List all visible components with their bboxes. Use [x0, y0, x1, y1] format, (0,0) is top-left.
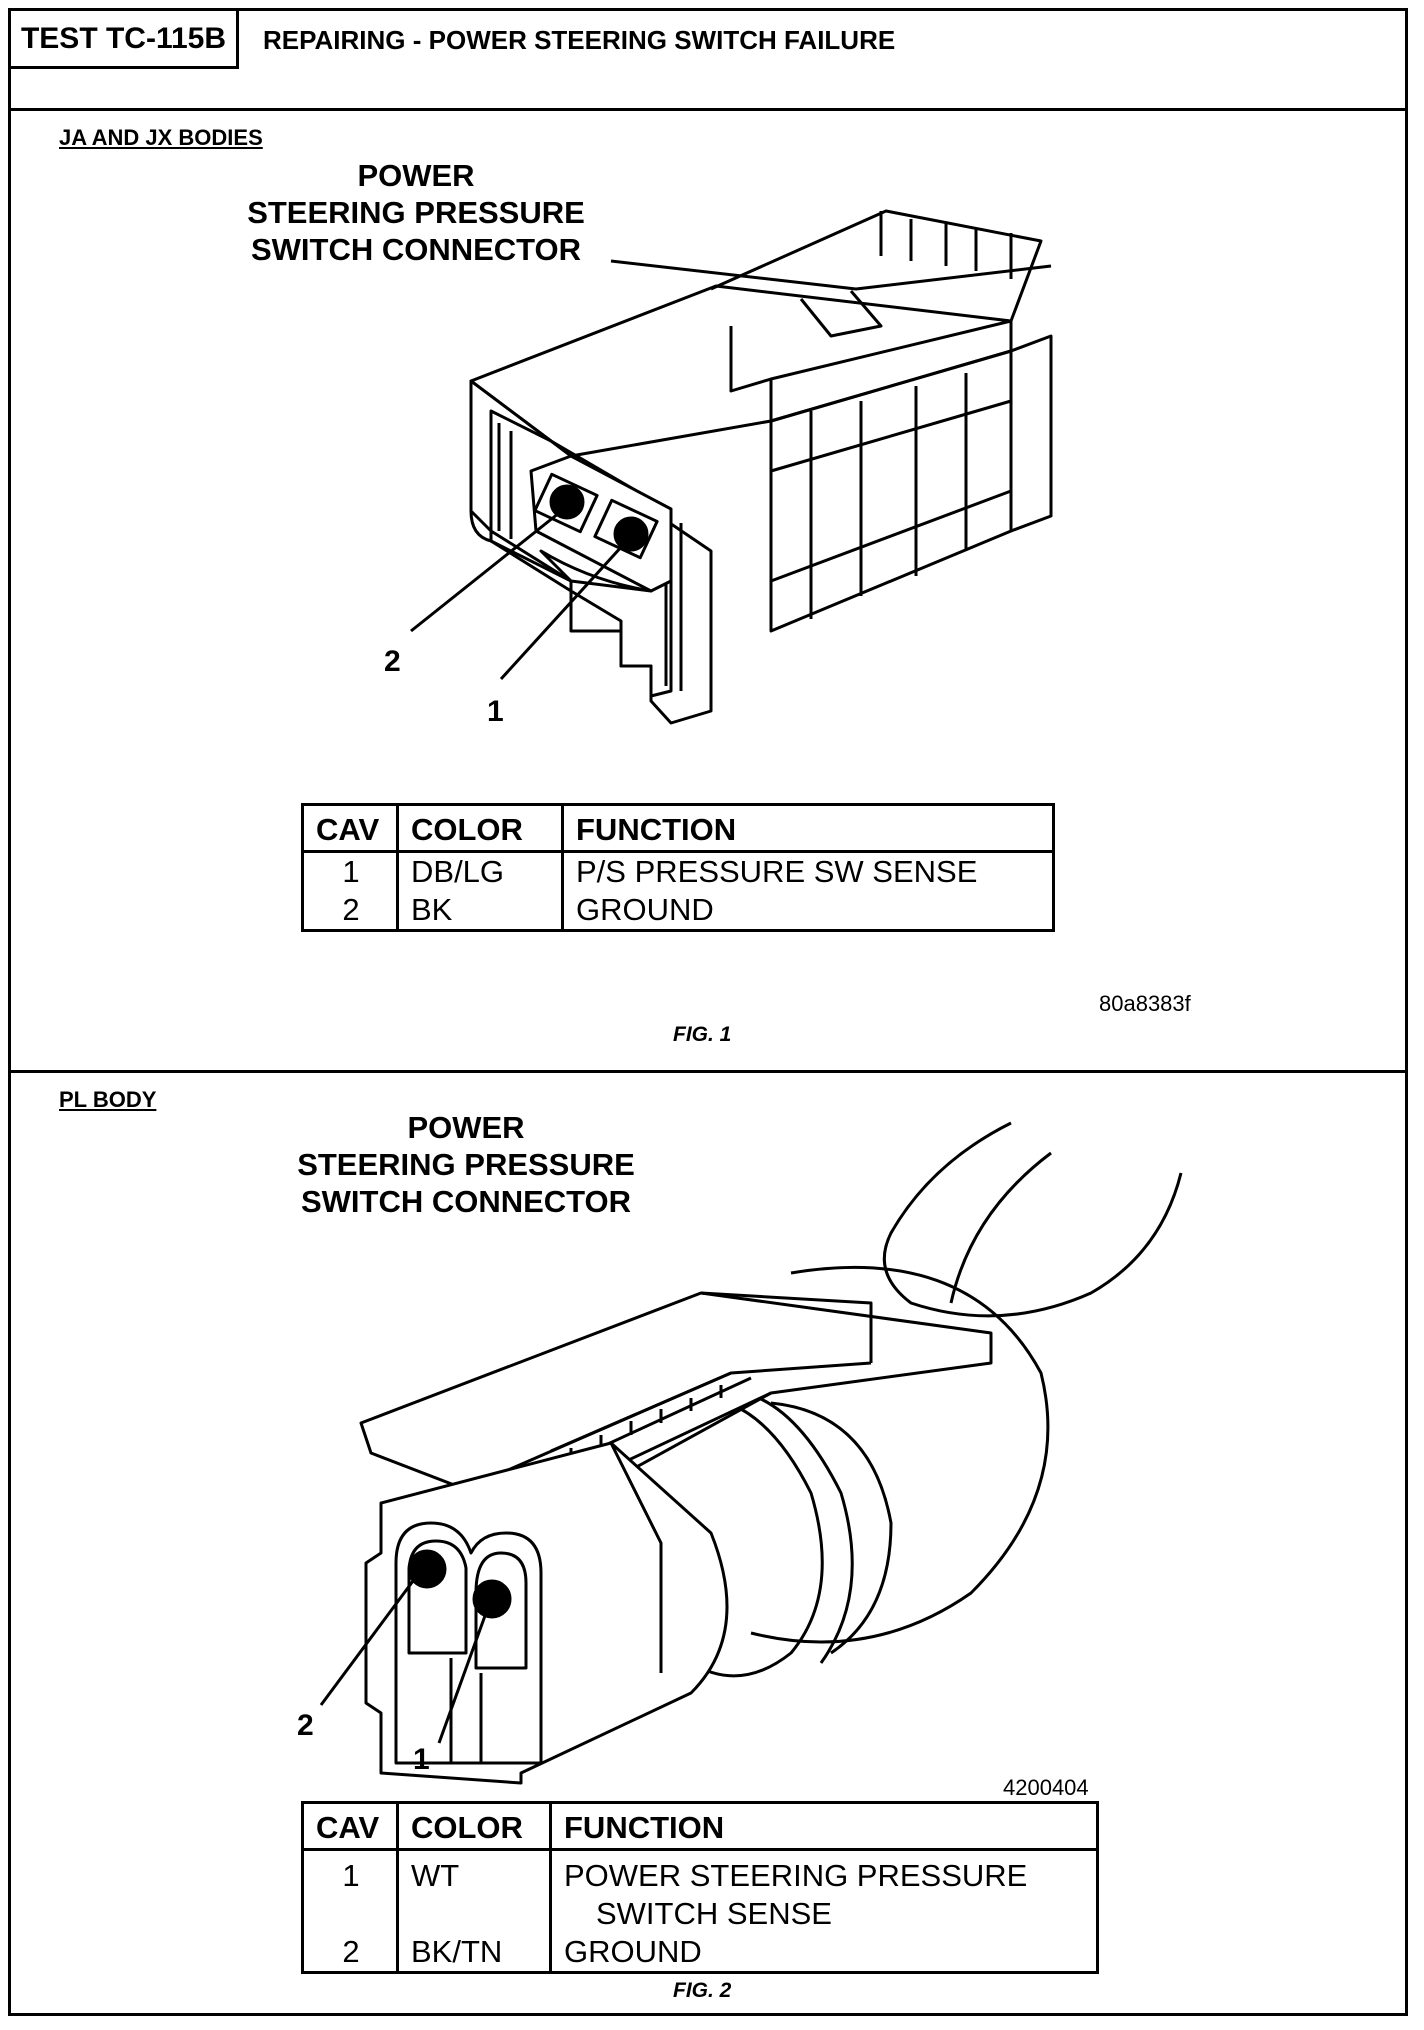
cav-cell: 1 [302, 1849, 399, 1933]
connector-title-line: STEERING PRESSURE [297, 1147, 635, 1182]
figure-id: 4200404 [1003, 1775, 1089, 1800]
connector-title-line: SWITCH CONNECTOR [300, 1184, 632, 1219]
table-row: 2 BK GROUND [302, 891, 1054, 931]
color-cell: DB/LG [397, 851, 564, 891]
color-cell: BK [397, 891, 564, 931]
figure-caption: FIG. 2 [673, 1979, 732, 2002]
pin-label: 1 [413, 1743, 430, 1776]
connector-drawing-ja-jx [410, 209, 1053, 725]
body-label: JA AND JX BODIES [59, 125, 263, 150]
column-header: CAV [302, 1802, 399, 1851]
function-text: POWER STEERING PRESSURE [564, 1858, 1028, 1893]
figure-caption: FIG. 1 [673, 1023, 732, 1046]
color-cell: BK/TN [397, 1933, 552, 1973]
test-id: TEST TC-115B [11, 11, 239, 69]
pin-label: 2 [297, 1709, 314, 1742]
connector-drawing-pl [319, 1121, 1183, 1785]
column-header: COLOR [397, 1802, 552, 1851]
column-header: FUNCTION [562, 804, 1054, 853]
pin-label: 1 [487, 695, 504, 728]
document-frame: TEST TC-115B REPAIRING - POWER STEERING … [8, 8, 1408, 2016]
function-cell: P/S PRESSURE SW SENSE [576, 854, 978, 889]
connector-title-line: POWER [357, 158, 475, 193]
page-title: REPAIRING - POWER STEERING SWITCH FAILUR… [263, 25, 896, 55]
function-cell: GROUND [564, 1934, 702, 1969]
table-row: 1 DB/LG P/S PRESSURE SW SENSE [302, 851, 1054, 891]
connector-title-line: STEERING PRESSURE [247, 195, 585, 230]
cav-cell: 1 [302, 851, 399, 891]
connector-title: POWER STEERING PRESSURE SWITCH CONNECTOR [271, 1109, 661, 1220]
function-cell: POWER STEERING PRESSURE SWITCH SENSE [551, 1850, 1098, 1934]
cav-cell: 2 [302, 891, 399, 931]
column-header: COLOR [397, 804, 564, 853]
cavity-table: CAV COLOR FUNCTION 1 DB/LG P/S PRESSURE … [301, 803, 1055, 932]
color-cell: WT [397, 1849, 552, 1933]
pin-label: 2 [384, 645, 401, 678]
figure-id: 80a8383f [1099, 991, 1191, 1016]
cavity-table: CAV COLOR FUNCTION 1 WT POWER STEERING P… [301, 1801, 1099, 1974]
connector-title-line: SWITCH CONNECTOR [250, 232, 582, 267]
function-text-cont: SWITCH SENSE [596, 1896, 832, 1931]
header-row: TEST TC-115B REPAIRING - POWER STEERING … [11, 11, 1405, 111]
figure-2-section: PL BODY POWER STEERING PRESSURE SWITCH C… [11, 1073, 1405, 2013]
column-header: FUNCTION [550, 1802, 1098, 1851]
column-header: CAV [302, 804, 399, 853]
table-row: 2 BK/TN GROUND [302, 1933, 1098, 1973]
function-cell: GROUND [576, 892, 714, 927]
body-label: PL BODY [59, 1087, 157, 1112]
connector-title: POWER STEERING PRESSURE SWITCH CONNECTOR [221, 157, 611, 268]
table-row: 1 WT POWER STEERING PRESSURE SWITCH SENS… [302, 1849, 1098, 1934]
cav-cell: 2 [302, 1933, 399, 1973]
figure-1-section: JA AND JX BODIES POWER STEERING PRESSURE… [11, 111, 1405, 1073]
connector-title-line: POWER [407, 1110, 525, 1145]
